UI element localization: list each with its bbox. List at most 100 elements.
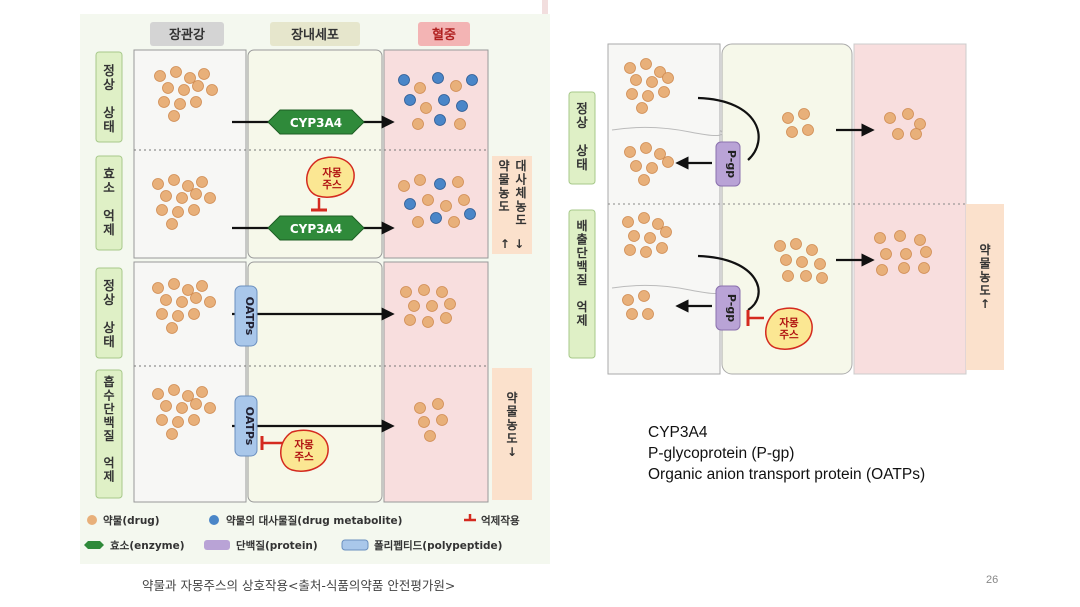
pgp-label-1: P-gp xyxy=(725,150,738,178)
drug-particle xyxy=(412,216,424,228)
legend-metabolite: 약물의 대사물질(drug metabolite) xyxy=(226,514,402,527)
drug-particle xyxy=(168,174,180,186)
drug-particle xyxy=(894,230,906,242)
drug-particle xyxy=(448,216,460,228)
drug-particle xyxy=(782,112,794,124)
drug-particle xyxy=(196,386,208,398)
drug-particle xyxy=(414,174,426,186)
right-particles xyxy=(622,58,932,320)
drug-particle xyxy=(400,286,412,298)
legend-protein: 단백질(protein) xyxy=(236,539,318,552)
drug-particle xyxy=(204,192,216,204)
right-blood xyxy=(853,43,967,375)
drug-particle xyxy=(624,244,636,256)
drug-particle xyxy=(774,240,786,252)
drug-particle xyxy=(158,96,170,108)
drug-particle xyxy=(638,212,650,224)
legend-protein-icon xyxy=(204,540,230,550)
drug-particle xyxy=(182,284,194,296)
drug-particle xyxy=(662,72,674,84)
drug-particle xyxy=(654,66,666,78)
legend-drug-icon xyxy=(87,515,97,525)
bottom-lumen xyxy=(133,261,247,503)
transporter-label-1: OATPs xyxy=(243,297,256,336)
left-particles xyxy=(152,66,478,442)
drug-particle xyxy=(152,178,164,190)
drug-particle xyxy=(166,218,178,230)
drug-particle xyxy=(176,192,188,204)
drug-particle xyxy=(636,102,648,114)
note-pgp: P-glycoprotein (P-gp) xyxy=(648,445,795,462)
drug-particle xyxy=(874,232,886,244)
metabolite-particle xyxy=(404,198,416,210)
figure-caption: 약물과 자몽주스의 상호작용<출처-식품의약품 안전평가원> xyxy=(142,578,456,593)
drug-particle xyxy=(414,82,426,94)
drug-particle xyxy=(796,256,808,268)
drug-particle xyxy=(170,66,182,78)
drug-particle xyxy=(166,322,178,334)
drug-particle xyxy=(398,180,410,192)
drug-particle xyxy=(436,286,448,298)
drug-particle xyxy=(152,282,164,294)
drug-particle xyxy=(656,242,668,254)
notes-block: CYP3A4 P-glycoprotein (P-gp) Organic ani… xyxy=(648,422,925,485)
drug-particle xyxy=(798,108,810,120)
drug-particle xyxy=(790,238,802,250)
drug-particle xyxy=(188,414,200,426)
drug-particle xyxy=(190,96,202,108)
drug-particle xyxy=(168,110,180,122)
drug-particle xyxy=(190,188,202,200)
drug-particle xyxy=(654,148,666,160)
drug-particle xyxy=(176,402,188,414)
drug-particle xyxy=(156,308,168,320)
drug-particle xyxy=(182,390,194,402)
drug-particle xyxy=(454,118,466,130)
drug-particle xyxy=(418,416,430,428)
enzyme-label-1: CYP3A4 xyxy=(290,116,342,130)
drug-particle xyxy=(160,294,172,306)
right-cell xyxy=(721,43,853,375)
drug-particle xyxy=(450,80,462,92)
drug-particle xyxy=(432,398,444,410)
drug-particle xyxy=(628,230,640,242)
col-header-cell: 장내세포 xyxy=(291,27,339,43)
drug-particle xyxy=(642,90,654,102)
metabolite-particle xyxy=(466,74,478,86)
drug-particle xyxy=(640,246,652,258)
metabolite-particle xyxy=(456,100,468,112)
drug-particle xyxy=(440,200,452,212)
drug-particle xyxy=(638,290,650,302)
drug-particle xyxy=(426,300,438,312)
transporter-oatps-row4: OATPs xyxy=(234,395,258,457)
legend: 약물(drug) 약물의 대사물질(drug metabolite) 억제작용 … xyxy=(84,514,520,552)
drug-particle xyxy=(646,76,658,88)
drug-particle xyxy=(816,272,828,284)
drug-particle xyxy=(166,428,178,440)
enzyme-cyp3a4-row2: CYP3A4 xyxy=(267,215,365,241)
top-cell xyxy=(247,49,383,259)
right-wave-1 xyxy=(611,126,723,136)
drug-particle xyxy=(160,190,172,202)
drug-particle xyxy=(918,262,930,274)
drug-particle xyxy=(624,146,636,158)
drug-particle xyxy=(190,292,202,304)
drug-particle xyxy=(196,176,208,188)
drug-particle xyxy=(902,108,914,120)
top-lumen xyxy=(133,49,247,259)
drug-particle xyxy=(884,112,896,124)
divider-mark xyxy=(542,0,548,14)
transporter-pgp-2: P-gp xyxy=(715,285,741,331)
drug-particle xyxy=(414,402,426,414)
drug-particle xyxy=(156,414,168,426)
